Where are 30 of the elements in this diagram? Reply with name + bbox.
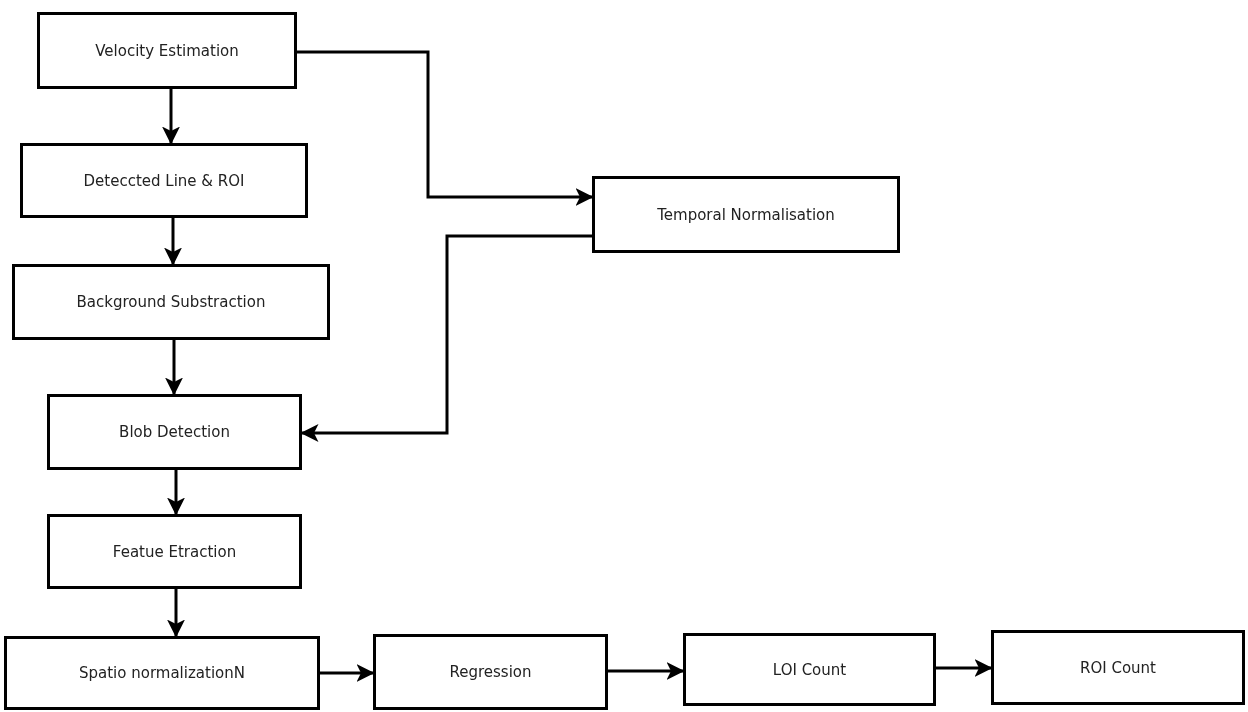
arrow (162, 89, 180, 145)
box-label: Spatio normalizationN (79, 664, 245, 682)
process-box (12, 264, 330, 340)
process-box (47, 514, 302, 589)
process-box (4, 636, 320, 710)
process-box (683, 633, 936, 706)
box-label: Blob Detection (119, 423, 230, 441)
arrow (167, 589, 185, 638)
arrow (165, 340, 183, 396)
process-box (592, 176, 900, 253)
box-label: Velocity Estimation (95, 41, 239, 60)
process-box (20, 143, 308, 218)
arrow (164, 218, 182, 266)
process-box (991, 630, 1245, 705)
arrow (297, 50, 594, 206)
process-box (37, 12, 297, 89)
box-label: Temporal Normalisation (657, 205, 835, 224)
box-label: LOI Count (772, 660, 847, 679)
box-label: ROI Count (1080, 658, 1156, 677)
box-label: Regression (449, 663, 532, 681)
arrow (320, 664, 375, 682)
process-box (47, 394, 302, 470)
process-box (373, 634, 608, 710)
box-label: Background Substraction (76, 293, 266, 311)
arrow (608, 662, 685, 680)
arrow (300, 234, 592, 442)
box-label: Featue Etraction (112, 542, 237, 561)
arrow (167, 470, 185, 516)
arrow (936, 659, 993, 677)
box-label: Deteccted Line & ROI (83, 171, 245, 190)
